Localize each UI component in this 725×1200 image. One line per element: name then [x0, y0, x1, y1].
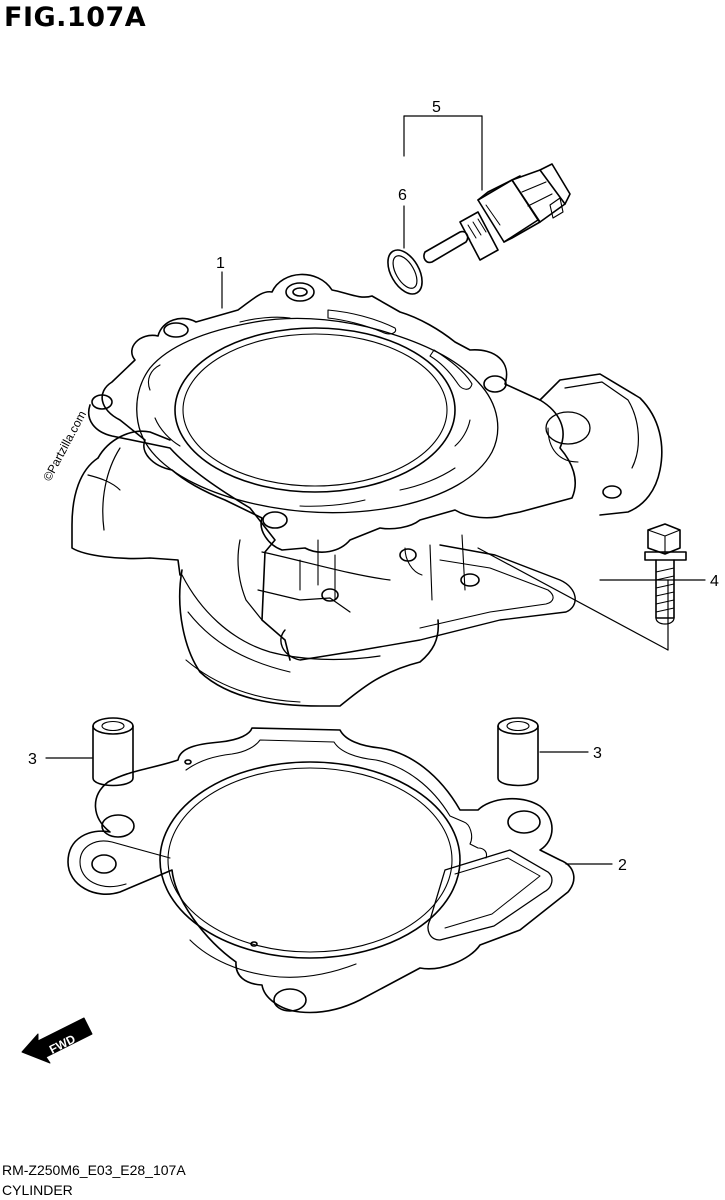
- diagram-name: CYLINDER: [2, 1182, 73, 1198]
- cylinder-bolt-part[interactable]: [644, 523, 687, 625]
- temperature-sensor-part[interactable]: [423, 163, 571, 264]
- watermark: ©Partzilla.com: [40, 408, 89, 483]
- callout-6: 6: [398, 187, 407, 204]
- forward-arrow-icon: FWD: [21, 1017, 93, 1064]
- dowel-pin-left[interactable]: [92, 717, 134, 787]
- diagram-code: RM-Z250M6_E03_E28_107A: [2, 1162, 186, 1178]
- base-gasket-part[interactable]: [67, 727, 575, 1014]
- callout-2: 2: [618, 857, 627, 874]
- callout-3-left: 3: [28, 751, 37, 768]
- callout-3-right: 3: [593, 745, 602, 762]
- figure-title: FIG.107A: [4, 2, 147, 33]
- callout-1: 1: [216, 255, 225, 272]
- callout-leaders: [45, 115, 706, 865]
- dowel-pin-right[interactable]: [497, 717, 539, 787]
- sensor-gasket-part[interactable]: [381, 244, 429, 300]
- callout-4: 4: [710, 573, 719, 590]
- cylinder-part[interactable]: [71, 273, 663, 707]
- callout-5: 5: [432, 99, 441, 116]
